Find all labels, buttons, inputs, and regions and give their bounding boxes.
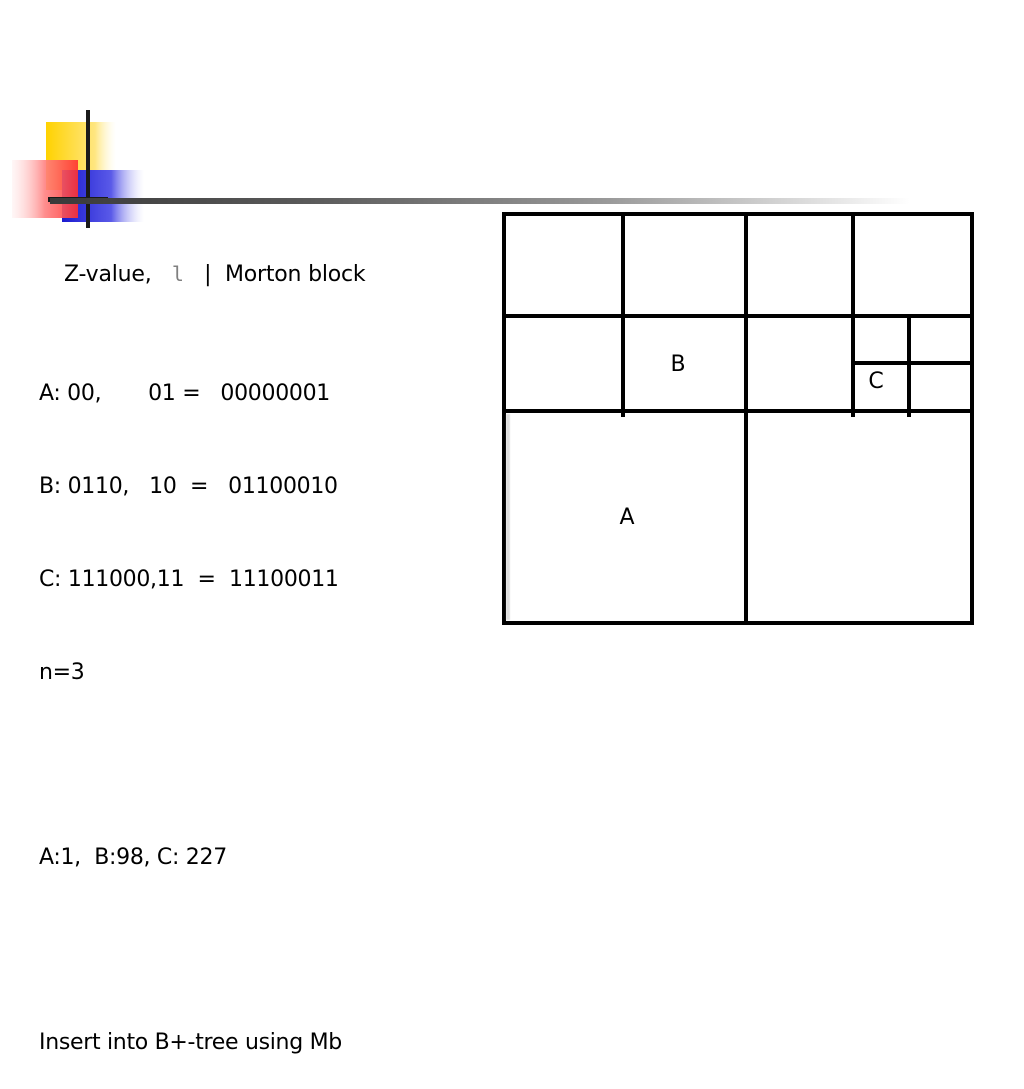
morton-block-label: Morton block [224, 262, 366, 287]
block-a-shadow [506, 414, 510, 620]
z-value-label: Z-value, [64, 262, 152, 287]
separator: | [204, 262, 212, 287]
decorative-logo [0, 100, 150, 240]
quadtree-grid: A B C [500, 210, 976, 628]
logo-squares-icon [12, 110, 144, 228]
outer-border [502, 212, 974, 625]
level-symbol: l [171, 262, 184, 286]
line-block-c: C: 111000,11 = 11100011 [39, 567, 339, 592]
line-block-a: A: 00, 01 = 00000001 [39, 381, 330, 406]
line-insert: Insert into B+-tree using Mb [39, 1030, 342, 1055]
spacer [39, 935, 342, 965]
heading-line: Z-value, l | Morton block [64, 262, 366, 287]
line-block-b: B: 0110, 10 = 01100010 [39, 474, 338, 499]
encoding-list: A: 00, 01 = 00000001 B: 0110, 10 = 01100… [39, 316, 342, 1089]
block-c-label: C [868, 369, 883, 394]
quadtree-diagram: A B C [502, 212, 974, 625]
spacer [39, 750, 342, 780]
line-mb-values: A:1, B:98, C: 227 [39, 845, 227, 870]
block-a-label: A [619, 505, 634, 530]
title-divider [50, 198, 910, 204]
line-n: n=3 [39, 660, 85, 685]
block-b-label: B [670, 352, 685, 377]
